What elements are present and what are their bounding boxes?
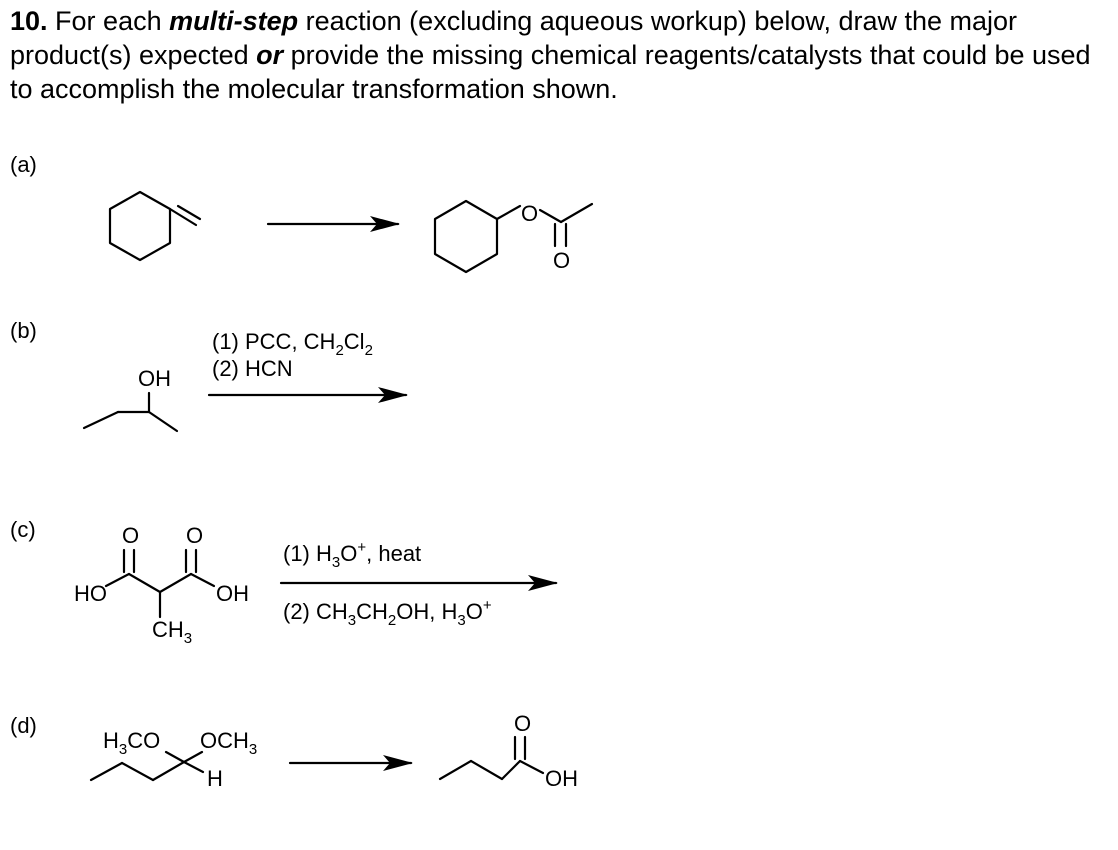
ring-to-oxygen-bond bbox=[495, 204, 522, 221]
question-emphasis-2: or bbox=[256, 40, 284, 70]
part-d-label: (d) bbox=[10, 713, 37, 738]
part-c-methyl: CH3 bbox=[152, 617, 192, 647]
question-text: 10. For each multi-step reaction (exclud… bbox=[10, 4, 1110, 106]
part-d-oh: OH bbox=[545, 766, 578, 791]
part-d-left-methoxy: H3CO bbox=[103, 728, 160, 758]
left-alpha-bond bbox=[127, 572, 162, 594]
d-chain-bond-3 bbox=[151, 760, 186, 782]
question-number: 10. bbox=[10, 6, 48, 36]
d-chain-bond-2 bbox=[120, 761, 155, 782]
part-c-label: (c) bbox=[10, 517, 36, 542]
cyclohexane-ring bbox=[108, 190, 172, 262]
part-b-label: (b) bbox=[10, 318, 37, 343]
question-emphasis-1: multi-step bbox=[169, 6, 299, 36]
part-a-label: (a) bbox=[10, 152, 37, 177]
part-a-reactant bbox=[108, 190, 202, 262]
part-b-reagent-2: (2) HCN bbox=[212, 356, 293, 381]
part-a-product: O O bbox=[433, 199, 594, 274]
part-d-right-methoxy: OCH3 bbox=[200, 728, 257, 758]
part-d-carbonyl-oxygen: O bbox=[514, 711, 531, 736]
part-c-ho: HO bbox=[74, 581, 107, 606]
part-c-reagent-2: (2) CH3CH2OH, H3O+ bbox=[283, 597, 492, 629]
acid-chain-bond-3 bbox=[500, 759, 522, 781]
question-text-2: reaction (excluding aqueous workup) belo… bbox=[10, 6, 1018, 70]
vinyl-double-bond bbox=[176, 204, 202, 221]
d-chain-bond-1 bbox=[89, 761, 124, 782]
part-d-reactant: H3CO OCH3 H bbox=[89, 728, 257, 791]
part-c-oh: OH bbox=[216, 581, 249, 606]
part-b-reactant: OH bbox=[82, 366, 179, 433]
part-c-reagent-1: (1) H3O+, heat bbox=[283, 539, 421, 571]
question-text-1: For each bbox=[47, 6, 170, 36]
acid-c-oh-bond bbox=[518, 759, 545, 775]
oh-carbon-bond bbox=[189, 572, 216, 588]
ho-carbon-bond bbox=[104, 572, 131, 588]
part-b-reagent-1: (1) PCC, CH2Cl2 bbox=[212, 329, 373, 359]
acetal-c-o-right bbox=[182, 750, 204, 764]
part-c-right-carbonyl-oxygen: O bbox=[186, 523, 203, 548]
carbonyl-oxygen: O bbox=[553, 248, 570, 273]
acid-chain-bond-1 bbox=[438, 759, 473, 781]
part-d-product: O OH bbox=[438, 711, 578, 791]
acetal-c-h bbox=[182, 760, 205, 774]
ester-oxygen: O bbox=[521, 201, 538, 226]
chain-bond-3 bbox=[147, 410, 179, 433]
oxygen-to-carbonyl-bond bbox=[538, 208, 563, 224]
chain-bond-1 bbox=[82, 410, 120, 430]
part-b-oh: OH bbox=[138, 366, 171, 391]
vinyl-single-bond bbox=[168, 207, 198, 227]
question-text-3: provide the missing chemical reagents/ca… bbox=[10, 40, 1091, 104]
part-c-left-carbonyl-oxygen: O bbox=[122, 523, 139, 548]
product-cyclohexane-ring bbox=[433, 199, 499, 274]
acid-chain-bond-2 bbox=[469, 759, 504, 781]
part-d-hydrogen: H bbox=[207, 766, 223, 791]
part-c-reactant: HO O O OH CH3 bbox=[74, 523, 249, 647]
acetal-c-o-left bbox=[164, 750, 186, 764]
acetyl-methyl-bond bbox=[559, 202, 594, 224]
right-alpha-bond bbox=[158, 572, 193, 594]
